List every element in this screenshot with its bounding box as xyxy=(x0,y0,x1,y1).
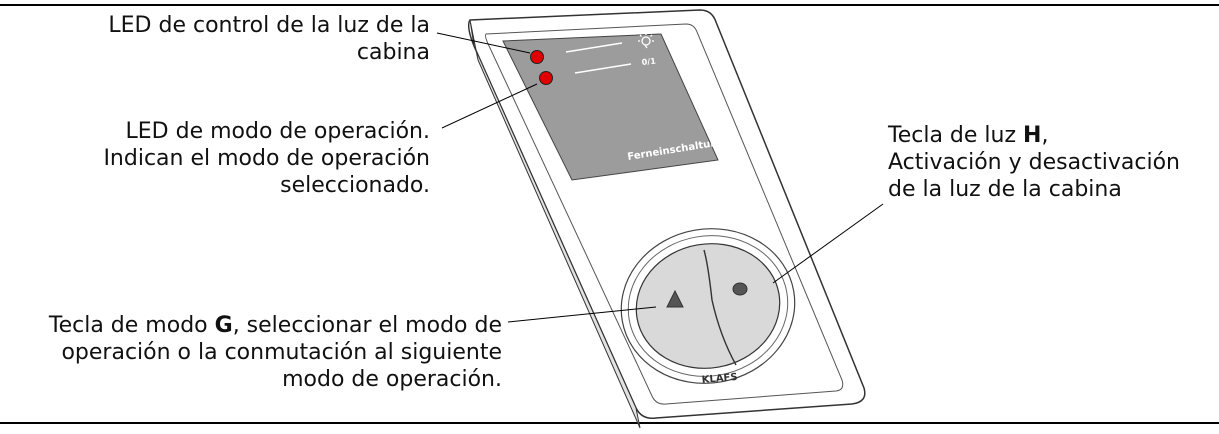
callout-key-light-line1: Tecla de luz H, xyxy=(888,122,1213,149)
callout-key-mode: Tecla de modo G, seleccionar el modo de … xyxy=(4,312,502,393)
mode-key-triangle-icon xyxy=(666,289,684,308)
callout-led-mode-line2: Indican el modo de operación xyxy=(103,146,430,171)
led-mode-indicator xyxy=(539,71,553,85)
callout-key-light-suffix: , xyxy=(1041,123,1049,148)
brand-logo: KLAFS xyxy=(701,372,738,386)
callout-key-mode-prefix: Tecla de modo xyxy=(48,313,215,338)
device-body-side xyxy=(469,19,641,429)
callout-led-light-line1: LED de control de la luz de la xyxy=(108,13,430,38)
leader-key-light xyxy=(772,203,884,284)
callout-key-light-key: H xyxy=(1023,123,1042,148)
callout-key-light: Tecla de luz H, Activación y desactivaci… xyxy=(888,122,1213,203)
callout-key-mode-suffix: , seleccionar el modo de xyxy=(232,313,502,338)
led-mode-line xyxy=(574,63,632,74)
top-rule xyxy=(0,4,1219,6)
leader-led-mode xyxy=(441,83,538,129)
display-panel xyxy=(502,33,719,181)
led-light-indicator xyxy=(530,50,544,64)
mode-indicator-text: 0/1 xyxy=(641,57,656,67)
leader-led-light xyxy=(436,32,531,54)
led-light-line xyxy=(565,42,623,53)
callout-key-mode-line2: operación o la conmutación al siguiente xyxy=(61,340,502,365)
key-ring-inner xyxy=(635,243,781,369)
light-key-dot-icon xyxy=(732,282,748,296)
callout-led-mode: LED de modo de operación. Indican el mod… xyxy=(30,118,430,199)
leader-key-mode xyxy=(507,306,657,323)
callout-led-light-line2: cabina xyxy=(356,40,430,65)
callout-key-light-line2: Activación y desactivación xyxy=(888,150,1181,175)
callout-led-light: LED de control de la luz de la cabina xyxy=(30,12,430,66)
light-bulb-icon xyxy=(638,33,654,49)
callout-key-light-line3: de la luz de la cabina xyxy=(888,177,1122,202)
callout-led-mode-line3: seleccionado. xyxy=(280,173,430,198)
callout-key-mode-line1: Tecla de modo G, seleccionar el modo de xyxy=(4,312,502,339)
callout-key-light-prefix: Tecla de luz xyxy=(888,123,1024,148)
key-divider xyxy=(703,249,737,366)
bottom-rule xyxy=(0,422,1219,424)
callout-key-mode-line3: modo de operación. xyxy=(282,367,502,392)
callout-led-mode-line1: LED de modo de operación. xyxy=(125,119,430,144)
callout-key-mode-key: G xyxy=(214,313,233,338)
